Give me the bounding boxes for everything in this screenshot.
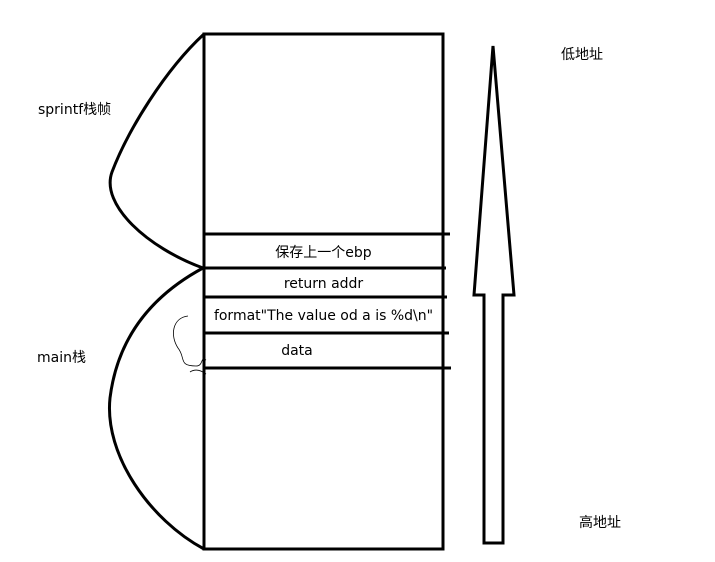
main-stack-brace [107,266,205,551]
high-address-label: 高地址 [579,515,621,531]
address-direction-arrow [472,45,516,545]
return-address-cell: return addr [283,276,364,292]
data-cell: data [281,343,313,359]
saved-ebp-cell: 保存上一个ebp [275,245,372,261]
stack-rectangle [202,32,445,551]
low-address-label: 低地址 [561,47,603,63]
scribble-mark [173,315,207,375]
format-string-cell: format"The value od a is %d\n" [213,308,434,324]
main-stack-label: main栈 [37,350,86,366]
sprintf-frame-label: sprintf栈帧 [38,102,112,118]
sprintf-frame-brace [108,32,206,270]
